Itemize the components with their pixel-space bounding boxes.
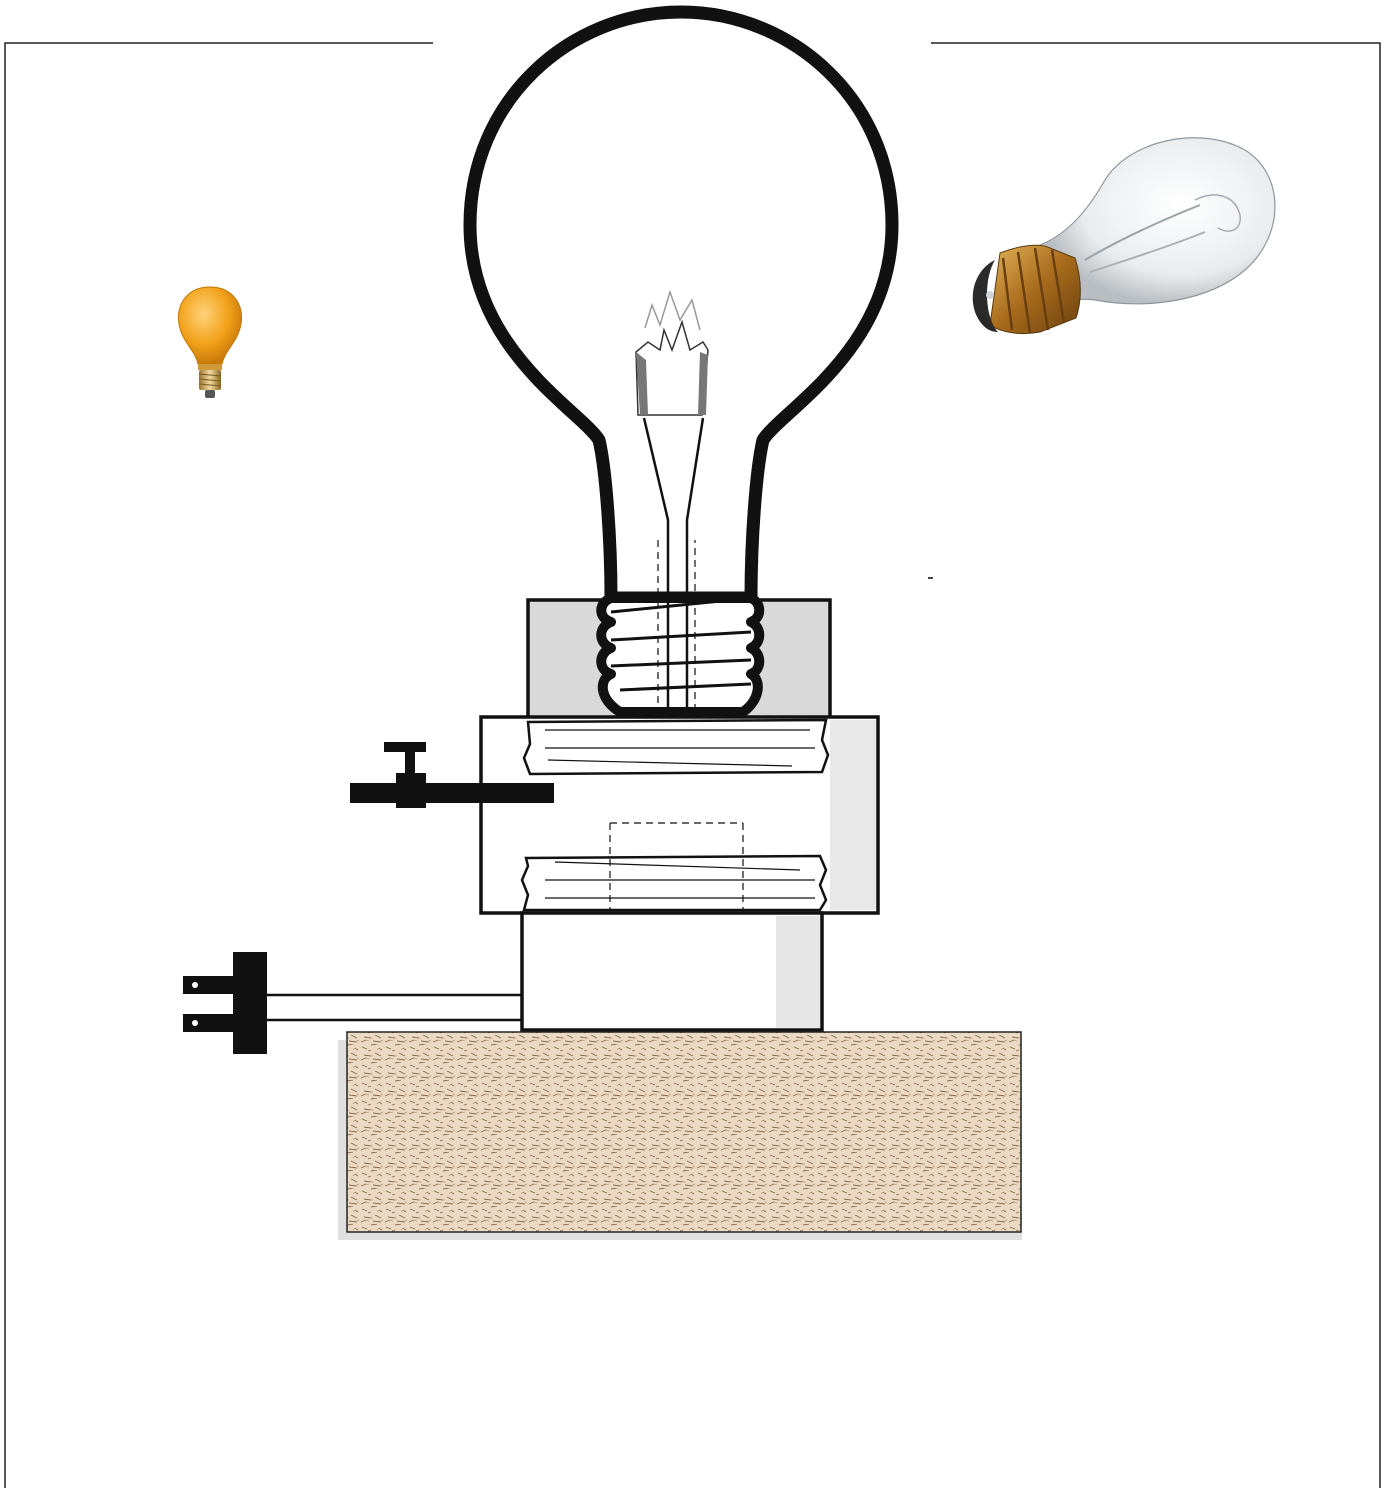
small-mark [928,577,933,579]
power-plug [183,952,267,1054]
lower-fitting [522,913,822,1030]
small-amber-bulb [178,287,241,398]
clear-bulb [973,138,1275,334]
base-block [338,1032,1022,1240]
